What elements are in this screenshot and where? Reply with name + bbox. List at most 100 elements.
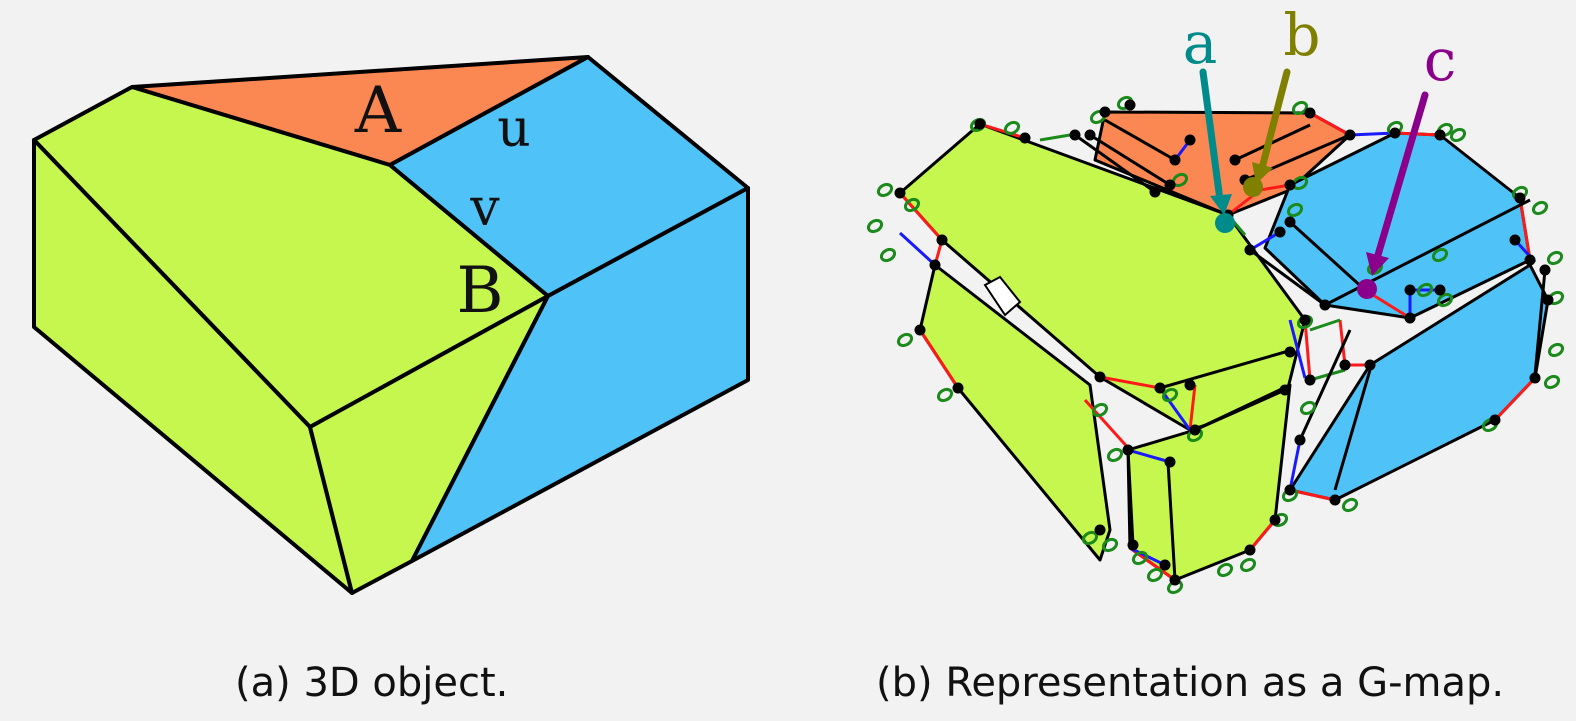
dart-dot (1094, 371, 1106, 383)
arrow-a-shaft (1199, 68, 1224, 204)
alpha-loop (876, 182, 894, 198)
inner-edge-15 (1533, 269, 1547, 376)
inner-edge-9 (1298, 329, 1352, 441)
dart-dot (1099, 106, 1111, 118)
dart-dot (1184, 379, 1196, 391)
panel-gmap: a b c (b) Representation as a G-map. (840, 0, 1576, 721)
alpha-loop (879, 247, 897, 263)
dart-dot (1127, 539, 1139, 551)
alpha-red-link-12 (1518, 197, 1532, 261)
alpha-red-link-11 (1394, 131, 1441, 137)
dart-dot (1094, 524, 1106, 536)
alpha-loop (1436, 292, 1454, 308)
dart-dot (1164, 456, 1176, 468)
alpha-red-link-5 (1188, 384, 1197, 431)
dart-dot (1274, 226, 1286, 238)
dart-dot (1019, 132, 1031, 144)
inner-edge-7 (1288, 220, 1367, 292)
alpha-loop (896, 332, 914, 348)
alpha-loop (1543, 374, 1561, 390)
dart-dot (1149, 186, 1161, 198)
dart-c-label: c (1424, 26, 1456, 94)
dart-dot (1539, 264, 1551, 276)
dart-dot (1284, 216, 1296, 228)
alpha-loop (1547, 342, 1565, 358)
dart-dot (894, 187, 906, 199)
alpha-red-link-13 (1493, 376, 1537, 422)
face-a-label: A (354, 74, 402, 148)
alpha-red-link-4 (1099, 375, 1161, 390)
alpha-red-link-8 (1303, 319, 1312, 381)
dart-dot (1294, 434, 1306, 446)
alpha-loop (1216, 562, 1234, 578)
dart-dot (1279, 384, 1291, 396)
dart-a-marker (1215, 213, 1235, 233)
arrow-b-shaft (1258, 68, 1291, 172)
alpha-loop (1341, 497, 1359, 513)
inner-edge-4 (1234, 123, 1311, 162)
alpha-blue-link-6 (1349, 131, 1396, 137)
alpha-loop (1416, 282, 1434, 298)
dart-dot (974, 118, 986, 130)
alpha-loop (1091, 402, 1109, 418)
alpha-loop (1291, 100, 1309, 116)
gmap-darts (894, 99, 1554, 586)
dart-dot (1084, 129, 1096, 141)
dart-dot (1404, 312, 1416, 324)
alpha-blue-link-9 (1288, 439, 1302, 491)
alpha-loop (1531, 200, 1549, 216)
gmap-gap (983, 275, 1022, 317)
alpha-loop (1431, 247, 1449, 263)
dart-c-marker (1357, 279, 1377, 299)
alpha-loop (1299, 400, 1317, 416)
dart-a-label: a (1183, 9, 1218, 77)
alpha-red-link-17 (979, 122, 1026, 140)
alpha-loop (936, 387, 954, 403)
alpha-loop (1546, 250, 1564, 266)
dart-dot (1524, 254, 1536, 266)
inner-edge-6 (1249, 248, 1326, 307)
dart-dot (1339, 359, 1351, 371)
arrow-a-head (1210, 194, 1232, 215)
gmap-drawing: a b c (866, 1, 1565, 595)
alpha-loop (1106, 447, 1124, 463)
dart-dot (1329, 494, 1341, 506)
dart-dot (1284, 484, 1296, 496)
alpha-loop (903, 197, 921, 213)
alpha-loop (1449, 127, 1467, 143)
dart-dot (1244, 544, 1256, 556)
dart-dot (1284, 179, 1296, 191)
alpha-loop (1286, 202, 1304, 218)
dart-dot (1229, 154, 1241, 166)
dart-dot (1299, 314, 1311, 326)
panel-3d-object: A u v B (a) 3D object. (0, 0, 780, 721)
arrow-c-head (1366, 252, 1389, 276)
dart-dot (1169, 154, 1181, 166)
alpha-loop (1131, 550, 1149, 566)
object-drawing: A u v B (32, 55, 750, 595)
dart-dot (1284, 346, 1296, 358)
dart-dot (914, 324, 926, 336)
alpha-loop (1101, 537, 1119, 553)
dart-dot (1124, 99, 1136, 111)
inner-edge-13 (1159, 350, 1286, 390)
dart-dot (1269, 514, 1281, 526)
dart-dot (936, 234, 948, 246)
dart-dot (929, 259, 941, 271)
alpha-loop (1239, 557, 1257, 573)
alpha-green-link-3 (1039, 133, 1071, 142)
dart-b-label: b (1283, 1, 1320, 69)
inner-edge-10 (1333, 369, 1372, 491)
dart-dot (1404, 284, 1416, 296)
dart-dot (1529, 372, 1541, 384)
alpha-loop (866, 218, 884, 234)
arrow-c-shaft (1374, 91, 1429, 259)
inner-edge-3 (1104, 118, 1176, 162)
caption-3d-object: (a) 3D object. (235, 660, 509, 706)
alpha-loop (1161, 387, 1179, 403)
alpha-blue-link-5 (1288, 319, 1307, 379)
dart-dot (1344, 129, 1356, 141)
dart-dot (1184, 134, 1196, 146)
face-blue-front (410, 186, 750, 563)
dart-dot (1389, 127, 1401, 139)
